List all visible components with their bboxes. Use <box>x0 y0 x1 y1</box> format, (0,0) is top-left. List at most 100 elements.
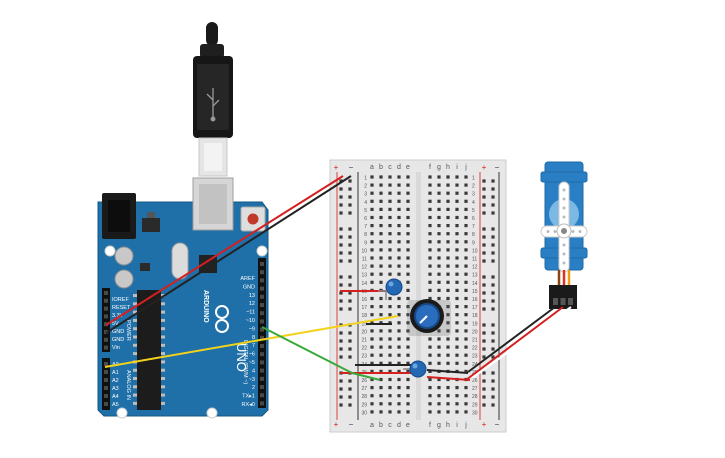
breadboard-hole[interactable] <box>446 240 450 244</box>
breadboard-hole[interactable] <box>446 288 450 292</box>
potentiometer[interactable] <box>407 299 451 336</box>
breadboard-hole[interactable] <box>406 313 410 317</box>
breadboard-hole[interactable] <box>388 232 392 236</box>
breadboard-hole[interactable] <box>397 296 401 301</box>
rail-hole[interactable] <box>348 347 352 351</box>
breadboard-hole[interactable] <box>464 248 468 252</box>
breadboard-hole[interactable] <box>397 256 401 260</box>
rail-hole[interactable] <box>482 355 486 359</box>
rail-hole[interactable] <box>482 251 486 255</box>
header-hole[interactable] <box>104 337 108 342</box>
breadboard-hole[interactable] <box>446 280 450 284</box>
header-hole[interactable] <box>260 335 264 340</box>
header-hole[interactable] <box>260 327 264 332</box>
breadboard-hole[interactable] <box>464 199 468 203</box>
breadboard-hole[interactable] <box>437 207 441 211</box>
breadboard-hole[interactable] <box>397 240 401 244</box>
header-hole[interactable] <box>260 344 264 348</box>
breadboard-hole[interactable] <box>370 329 374 333</box>
rail-hole[interactable] <box>348 339 352 343</box>
breadboard-hole[interactable] <box>379 240 383 244</box>
breadboard-hole[interactable] <box>379 264 383 268</box>
breadboard-hole[interactable] <box>397 410 401 414</box>
rail-hole[interactable] <box>491 347 495 351</box>
rail-hole[interactable] <box>339 179 343 183</box>
rail-hole[interactable] <box>339 403 343 407</box>
breadboard-hole[interactable] <box>379 183 383 187</box>
breadboard-hole[interactable] <box>464 386 468 390</box>
breadboard-hole[interactable] <box>428 402 432 406</box>
breadboard-hole[interactable] <box>446 296 450 301</box>
header-hole[interactable] <box>260 401 264 406</box>
breadboard-hole[interactable] <box>428 296 432 301</box>
breadboard-hole[interactable] <box>388 183 392 187</box>
wire-servo-gnd[interactable] <box>467 306 556 373</box>
header-hole[interactable] <box>104 291 108 295</box>
breadboard-hole[interactable] <box>370 394 374 398</box>
header-hole[interactable] <box>260 352 264 357</box>
breadboard-hole[interactable] <box>464 361 468 365</box>
breadboard-hole[interactable] <box>428 248 432 252</box>
breadboard-hole[interactable] <box>428 256 432 260</box>
breadboard-hole[interactable] <box>455 224 459 228</box>
rail-hole[interactable] <box>482 283 486 287</box>
breadboard-hole[interactable] <box>406 207 410 211</box>
header-hole[interactable] <box>260 294 264 299</box>
breadboard-hole[interactable] <box>464 321 468 325</box>
breadboard-hole[interactable] <box>464 402 468 406</box>
breadboard-hole[interactable] <box>397 337 401 341</box>
breadboard-hole[interactable] <box>388 296 392 301</box>
header-hole[interactable] <box>260 319 264 324</box>
breadboard-hole[interactable] <box>379 361 383 365</box>
breadboard-hole[interactable] <box>379 353 383 357</box>
breadboard-hole[interactable] <box>406 175 410 179</box>
breadboard-hole[interactable] <box>406 272 410 276</box>
jumper-black-servo[interactable] <box>426 369 469 374</box>
breadboard-hole[interactable] <box>455 353 459 357</box>
breadboard-hole[interactable] <box>406 361 410 365</box>
breadboard-hole[interactable] <box>464 369 468 373</box>
breadboard-hole[interactable] <box>379 248 383 252</box>
breadboard-hole[interactable] <box>370 264 374 268</box>
rail-hole[interactable] <box>339 347 343 351</box>
breadboard-hole[interactable] <box>446 337 450 341</box>
rail-hole[interactable] <box>482 395 486 399</box>
breadboard-hole[interactable] <box>406 386 410 390</box>
rail-hole[interactable] <box>491 243 495 247</box>
breadboard-hole[interactable] <box>437 224 441 228</box>
breadboard-hole[interactable] <box>437 248 441 252</box>
breadboard-hole[interactable] <box>397 272 401 276</box>
rail-hole[interactable] <box>339 355 343 359</box>
rail-hole[interactable] <box>482 387 486 391</box>
breadboard-hole[interactable] <box>428 199 432 203</box>
rail-hole[interactable] <box>491 203 495 207</box>
breadboard-hole[interactable] <box>379 272 383 276</box>
rail-hole[interactable] <box>348 307 352 311</box>
rail-hole[interactable] <box>482 403 486 407</box>
breadboard-hole[interactable] <box>455 321 459 325</box>
header-hole[interactable] <box>104 298 108 303</box>
breadboard-hole[interactable] <box>388 199 392 203</box>
header-hole[interactable] <box>104 378 108 382</box>
breadboard-hole[interactable] <box>446 386 450 390</box>
breadboard-hole[interactable] <box>406 240 410 244</box>
breadboard-hole[interactable] <box>446 313 450 317</box>
breadboard-hole[interactable] <box>406 394 410 398</box>
rail-hole[interactable] <box>491 211 495 215</box>
breadboard-hole[interactable] <box>446 353 450 357</box>
rail-hole[interactable] <box>348 179 352 183</box>
breadboard-hole[interactable] <box>446 224 450 228</box>
breadboard-hole[interactable] <box>455 280 459 284</box>
breadboard-hole[interactable] <box>379 386 383 390</box>
header-hole[interactable] <box>260 376 264 381</box>
breadboard-hole[interactable] <box>370 224 374 228</box>
breadboard-hole[interactable] <box>437 402 441 406</box>
breadboard-hole[interactable] <box>455 183 459 187</box>
breadboard-hole[interactable] <box>397 377 401 382</box>
breadboard-hole[interactable] <box>370 248 374 252</box>
header-hole[interactable] <box>104 362 108 366</box>
breadboard-hole[interactable] <box>455 296 459 301</box>
header-hole[interactable] <box>260 393 264 398</box>
breadboard-hole[interactable] <box>379 394 383 398</box>
wire-5v-to-rail[interactable] <box>105 175 344 326</box>
